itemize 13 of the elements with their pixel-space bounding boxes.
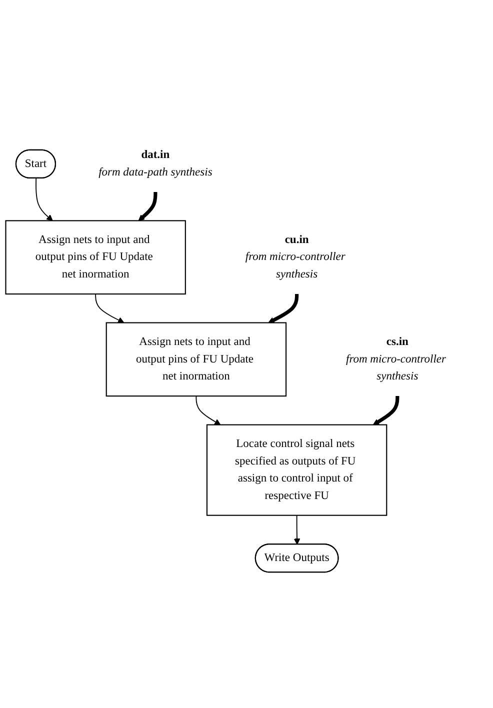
node-text: cs.in from micro-controller synthesis [346,336,446,382]
node-text: cu.in from micro-controller synthesis [245,234,346,280]
arrow [268,294,299,324]
arrow [294,514,300,545]
node-box: Locate control signal nets specified as outputs of FU assign to control input of respective FU [206,424,388,516]
node-box: Assign nets to input and output pins of FU Update net inormation [5,220,186,295]
node-box: Assign nets to input and output pins of FU Update net inormation [106,322,287,397]
arrow [138,192,158,221]
arrow [36,178,53,221]
arrow [95,294,124,324]
node-text: dat.in form data-path synthesis [98,148,212,178]
arrow [372,396,400,426]
arrow [196,396,221,426]
